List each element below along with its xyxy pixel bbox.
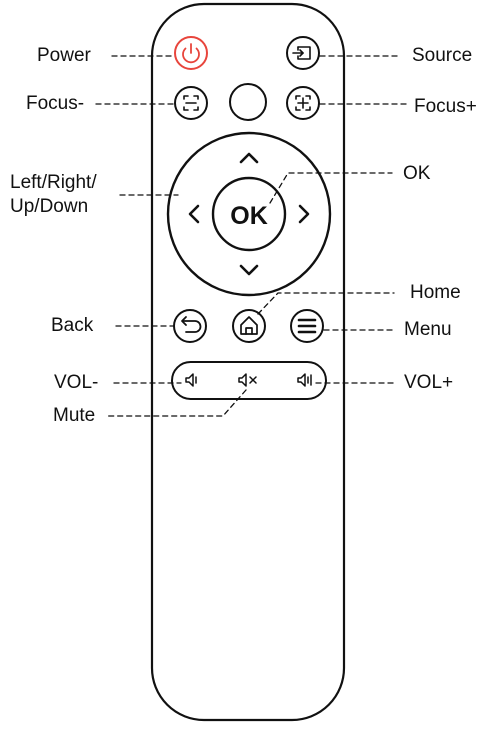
remote-body — [150, 2, 346, 722]
label-navigation: Left/Right/ Up/Down — [10, 171, 97, 219]
dpad-ring — [166, 131, 332, 297]
ok-button-text: OK — [230, 202, 268, 230]
menu-button[interactable] — [290, 309, 324, 343]
label-navigation-line1: Left/Right/ — [10, 172, 97, 193]
source-button[interactable] — [286, 36, 320, 70]
label-home: Home — [410, 282, 461, 303]
home-button[interactable] — [232, 309, 266, 343]
power-button[interactable] — [174, 36, 208, 70]
leader-lines — [95, 55, 407, 417]
label-menu: Menu — [404, 319, 452, 340]
label-ok: OK — [403, 163, 431, 184]
mute-button[interactable] — [238, 373, 257, 387]
speaker-low-icon — [185, 373, 197, 387]
speaker-mute-icon — [238, 373, 257, 387]
power-icon — [182, 43, 200, 64]
blank-button[interactable] — [229, 83, 267, 121]
leader-ok — [269, 172, 393, 204]
dpad-left[interactable] — [188, 204, 200, 224]
vol-plus-button[interactable] — [297, 373, 312, 387]
label-navigation-line2: Up/Down — [10, 196, 89, 217]
focus-minus-icon — [183, 95, 199, 111]
label-focus-minus: Focus- — [26, 93, 85, 114]
label-source: Source — [412, 45, 473, 66]
focus-minus-button[interactable] — [174, 86, 208, 120]
dpad-up[interactable] — [239, 152, 259, 164]
ok-button[interactable] — [211, 176, 287, 252]
focus-plus-button[interactable] — [286, 86, 320, 120]
focus-plus-icon — [295, 95, 311, 111]
dpad-down[interactable] — [239, 264, 259, 276]
volume-bar — [171, 361, 327, 400]
home-icon — [240, 316, 258, 335]
back-arrow-icon — [181, 316, 202, 333]
leader-mute — [107, 389, 247, 417]
vol-minus-button[interactable] — [185, 373, 197, 387]
dpad-right[interactable] — [298, 204, 310, 224]
speaker-high-icon — [297, 373, 312, 387]
label-focus-plus: Focus+ — [414, 96, 477, 117]
source-input-icon — [292, 46, 311, 60]
label-vol-minus: VOL- — [54, 372, 99, 393]
label-mute: Mute — [53, 405, 96, 426]
label-vol-plus: VOL+ — [404, 372, 454, 393]
label-back: Back — [51, 315, 94, 336]
leader-home — [257, 292, 395, 315]
menu-icon — [297, 318, 317, 334]
label-power: Power — [37, 45, 91, 66]
back-button[interactable] — [173, 309, 207, 343]
